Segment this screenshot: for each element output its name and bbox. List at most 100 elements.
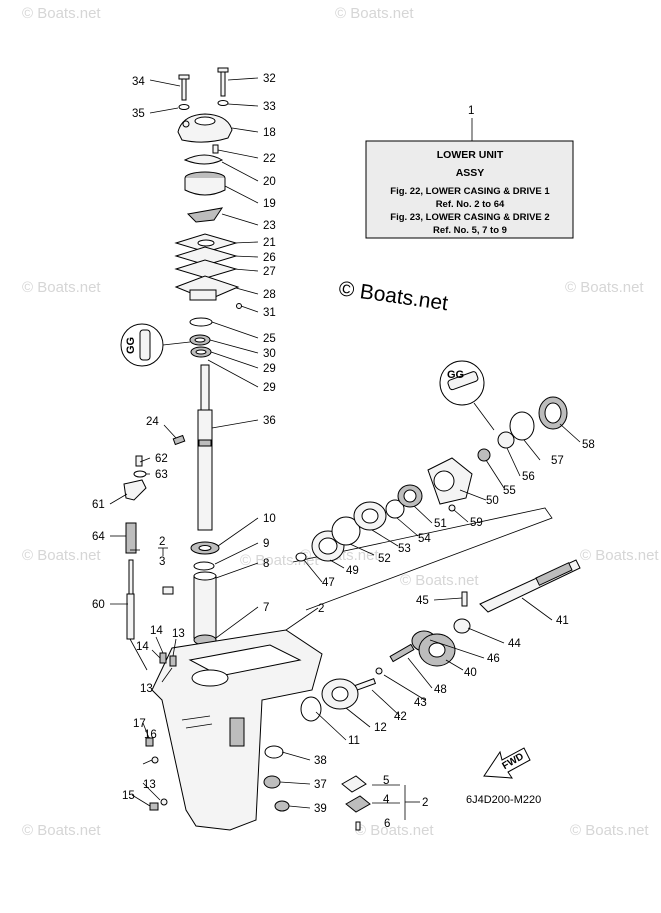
part-number: 49	[346, 565, 359, 577]
part-number: 35	[132, 108, 145, 120]
gear-group	[300, 559, 581, 722]
assy-title: LOWER UNIT	[437, 149, 504, 161]
assy-ref-label: 1	[468, 105, 474, 117]
part-number: 16	[144, 729, 157, 741]
part-number: 39	[314, 803, 327, 815]
part-number: 22	[263, 153, 276, 165]
part-number: 58	[582, 439, 595, 451]
part-number: 4	[383, 794, 390, 806]
part-number: 2	[422, 797, 428, 809]
lower-casing	[151, 629, 323, 831]
assy-subtitle: ASSY	[456, 167, 485, 179]
center-watermark: © Boats.net	[337, 277, 449, 315]
part-number: 13	[172, 628, 185, 640]
part-number: 30	[263, 348, 276, 360]
part-number: 43	[414, 697, 427, 709]
part-number: 18	[263, 127, 276, 139]
part-number: 29	[263, 382, 276, 394]
part-number: 51	[434, 518, 447, 530]
part-number: 64	[92, 531, 105, 543]
propeller-shaft-group	[292, 396, 568, 611]
part-number: 27	[263, 266, 276, 278]
part-labels: 34 32 35 33 18 22 20 19 23 21 26 27 28 3…	[92, 73, 595, 830]
part-number: 52	[378, 553, 391, 565]
part-number: 13	[143, 779, 156, 791]
part-number: 12	[374, 722, 387, 734]
part-number: 57	[551, 455, 564, 467]
watermark: © Boats.net	[22, 279, 101, 296]
part-number: 2	[318, 603, 324, 615]
part-number: 60	[92, 599, 105, 611]
part-number: 63	[155, 469, 168, 481]
part-number: 14	[136, 641, 149, 653]
drive-shaft	[197, 364, 213, 531]
part-number: 56	[522, 471, 535, 483]
part-number: 6	[384, 818, 390, 830]
assy-fig-ref: Fig. 23, LOWER CASING & DRIVE 2	[390, 212, 549, 223]
part-number: 31	[263, 307, 276, 319]
part-number: 54	[418, 533, 431, 545]
part-number: 26	[263, 252, 276, 264]
part-number: 48	[434, 684, 447, 696]
part-number: 61	[92, 499, 105, 511]
watermark: © Boats.net	[580, 547, 659, 564]
forward-arrow: FWD	[483, 747, 531, 779]
part-number: 41	[556, 615, 569, 627]
part-number: 5	[383, 775, 389, 787]
watermark: © Boats.net	[400, 572, 479, 589]
part-number: 50	[486, 495, 499, 507]
part-number: 2	[159, 536, 165, 548]
part-number: 55	[503, 485, 516, 497]
watermark: © Boats.net	[22, 5, 101, 22]
part-number: 59	[470, 517, 483, 529]
part-number: 29	[263, 363, 276, 375]
part-number: 45	[416, 595, 429, 607]
part-number: 36	[263, 415, 276, 427]
leader-lines	[109, 77, 581, 809]
assy-ref-range: Ref. No. 5, 7 to 9	[433, 225, 507, 236]
part-number: 10	[263, 513, 276, 525]
part-number: 20	[263, 176, 276, 188]
part-number: 53	[398, 543, 411, 555]
diagram-code: 6J4D200-M220	[466, 794, 541, 806]
part-number: 19	[263, 198, 276, 210]
part-number: 47	[322, 577, 335, 589]
part-number: 15	[122, 790, 135, 802]
grease-callout-right: GG	[439, 360, 495, 431]
part-number: 34	[132, 76, 145, 88]
watermark: © Boats.net	[355, 822, 434, 839]
anode-group	[263, 745, 290, 812]
watermark: © Boats.net	[22, 547, 101, 564]
assy-fig-ref: Fig. 22, LOWER CASING & DRIVE 1	[390, 186, 550, 197]
watermark: © Boats.net	[565, 279, 644, 296]
part-number: 17	[133, 718, 146, 730]
watermark: © Boats.net	[22, 822, 101, 839]
part-number: 24	[146, 416, 159, 428]
part-number: 14	[150, 625, 163, 637]
watermark: © Boats.net	[335, 5, 414, 22]
drive-shaft-bushing-group	[190, 541, 220, 646]
part-number: 46	[487, 653, 500, 665]
grease-label: GG	[447, 369, 464, 381]
watermark: © Boats.net	[570, 822, 649, 839]
part-number: 21	[263, 237, 276, 249]
part-number: 23	[263, 220, 276, 232]
shift-linkage-group	[123, 434, 186, 671]
part-number: 42	[394, 711, 407, 723]
part-number: 28	[263, 289, 276, 301]
grease-label: GG	[125, 337, 137, 354]
part-number: 37	[314, 779, 327, 791]
part-number: 9	[263, 538, 269, 550]
part-number: 11	[348, 735, 360, 747]
part-number: 44	[508, 638, 521, 650]
plate-group	[341, 775, 420, 831]
grease-callout-left: GG	[120, 323, 191, 367]
part-number: 62	[155, 453, 168, 465]
bracket-2-3	[158, 547, 174, 595]
part-number: 40	[464, 667, 477, 679]
part-number: 13	[140, 683, 153, 695]
part-number: 32	[263, 73, 276, 85]
water-pump-group	[174, 67, 242, 358]
part-number: 7	[263, 602, 269, 614]
